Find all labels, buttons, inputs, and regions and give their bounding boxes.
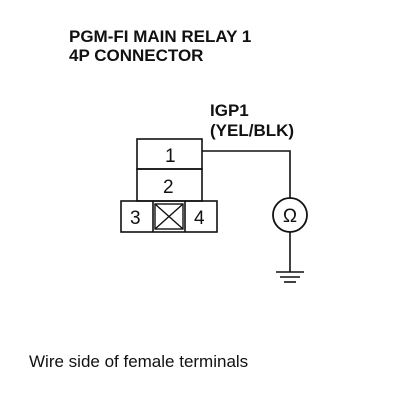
- bottom-row-cell: [120, 200, 218, 233]
- ohm-symbol: Ω: [283, 206, 297, 227]
- view-caption: Wire side of female terminals: [29, 352, 249, 371]
- empty-cavity-mark: [154, 203, 184, 230]
- terminal-2-label: 2: [163, 177, 174, 198]
- terminal-4-label: 4: [194, 208, 205, 229]
- title-line-2: 4P CONNECTOR: [69, 46, 204, 65]
- terminal-3-label: 3: [130, 208, 141, 229]
- diagram-title: PGM-FI MAIN RELAY 1 4P CONNECTOR: [69, 27, 251, 65]
- title-line-1: PGM-FI MAIN RELAY 1: [69, 27, 252, 46]
- wire-color-label: (YEL/BLK): [210, 121, 294, 140]
- ohmmeter-icon: Ω: [272, 197, 308, 233]
- connector-body: [120, 138, 218, 233]
- wire-name-label: IGP1: [210, 101, 249, 120]
- ground-icon: [276, 271, 304, 283]
- test-lead-wire: [202, 150, 291, 272]
- terminal-1-label: 1: [165, 146, 176, 167]
